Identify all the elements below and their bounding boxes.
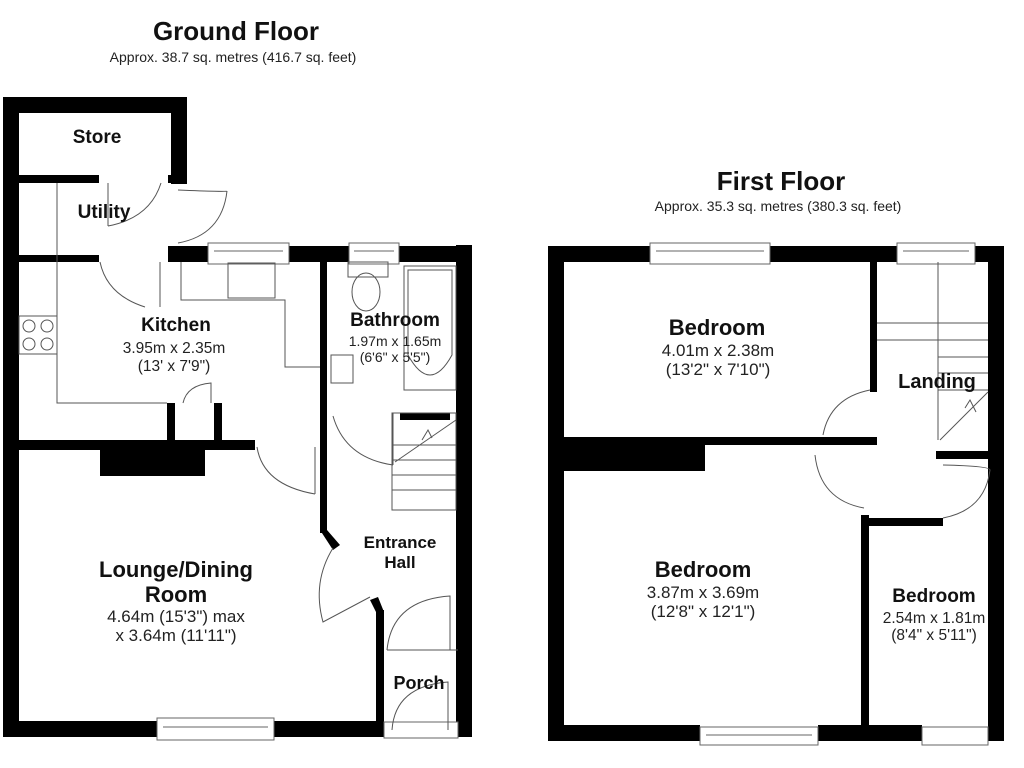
room-label-landing: Landing <box>898 371 976 393</box>
kitchen-dimensions-metric: 3.95m x 2.35m <box>122 340 226 357</box>
room-label-store: Store <box>72 127 122 148</box>
room-label-bathroom: Bathroom <box>350 310 440 331</box>
first-floor-walls <box>548 246 1004 741</box>
first-floor-title: First Floor <box>716 166 846 196</box>
room-label-entrance-hall-line1: Entrance <box>363 533 437 552</box>
lounge-dimensions-line1: 4.64m (15'3") max <box>107 607 245 626</box>
room-label-utility: Utility <box>77 202 131 223</box>
lounge-dimensions-line2: x 3.64m (11'11") <box>115 626 237 645</box>
bathroom-dimensions-imperial: (6'6" x 5'5") <box>359 349 431 365</box>
room-label-porch: Porch <box>393 673 445 693</box>
room-label-bedroom-2: Bedroom <box>654 557 752 582</box>
kitchen-dimensions-imperial: (13' x 7'9") <box>137 358 211 375</box>
first-floor-fixtures <box>814 262 991 519</box>
ground-floor-area: Approx. 38.7 sq. metres (416.7 sq. feet) <box>109 49 357 65</box>
room-label-kitchen: Kitchen <box>141 315 211 336</box>
room-label-lounge-line1: Lounge/Dining <box>99 557 253 582</box>
bedroom-3-dimensions-metric: 2.54m x 1.81m <box>882 610 986 627</box>
room-label-entrance-hall-line2: Hall <box>384 553 416 572</box>
bedroom-3-dimensions-imperial: (8'4" x 5'11") <box>891 627 977 644</box>
bedroom-2-dimensions-metric: 3.87m x 3.69m <box>646 583 760 602</box>
room-label-lounge-line2: Room <box>144 582 208 607</box>
first-floor-area: Approx. 35.3 sq. metres (380.3 sq. feet) <box>654 198 902 214</box>
bedroom-1-dimensions-imperial: (13'2" x 7'10") <box>665 360 771 379</box>
room-label-bedroom-3: Bedroom <box>892 586 976 607</box>
ground-floor-walls <box>3 97 472 737</box>
bedroom-2-dimensions-imperial: (12'8" x 12'1") <box>650 602 756 621</box>
bedroom-1-dimensions-metric: 4.01m x 2.38m <box>661 341 775 360</box>
first-floor-windows <box>649 242 989 746</box>
ground-floor-windows <box>156 242 459 741</box>
first-floor-plan <box>548 242 1004 746</box>
ground-floor-plan <box>3 97 472 741</box>
ground-floor-title: Ground Floor <box>152 16 320 46</box>
bathroom-dimensions-metric: 1.97m x 1.65m <box>348 333 442 349</box>
ground-floor-fixtures <box>18 182 458 731</box>
room-label-bedroom-1: Bedroom <box>668 315 766 340</box>
